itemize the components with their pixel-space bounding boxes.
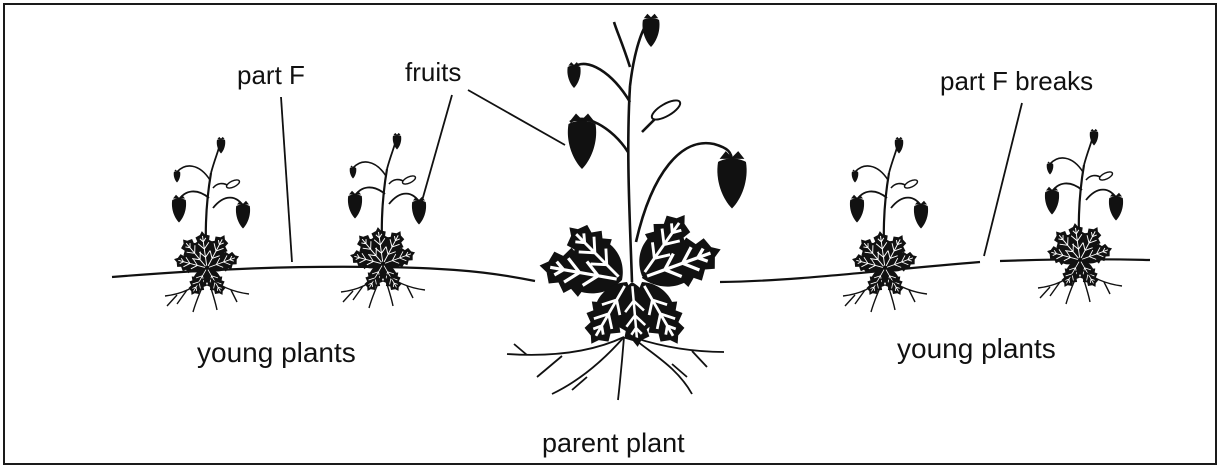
label-young-plants-left: young plants <box>197 339 356 367</box>
parent-plant <box>507 14 747 400</box>
label-fruits: fruits <box>405 59 461 85</box>
label-parent-plant: parent plant <box>542 430 685 457</box>
young-plant-3 <box>843 137 928 312</box>
pointer-fruits-left <box>418 95 452 215</box>
pointer-fruits-right <box>468 90 565 145</box>
pointer-part-f <box>281 97 292 262</box>
young-plant-2 <box>341 133 426 308</box>
runner-left <box>112 267 535 281</box>
young-plant-4 <box>1038 129 1123 304</box>
young-plant-1 <box>165 137 250 312</box>
label-part-f: part F <box>237 62 305 88</box>
runner-right <box>720 262 980 282</box>
pointer-part-f-breaks <box>984 103 1022 256</box>
label-young-plants-right: young plants <box>897 335 1056 363</box>
label-part-f-breaks: part F breaks <box>940 68 1093 94</box>
